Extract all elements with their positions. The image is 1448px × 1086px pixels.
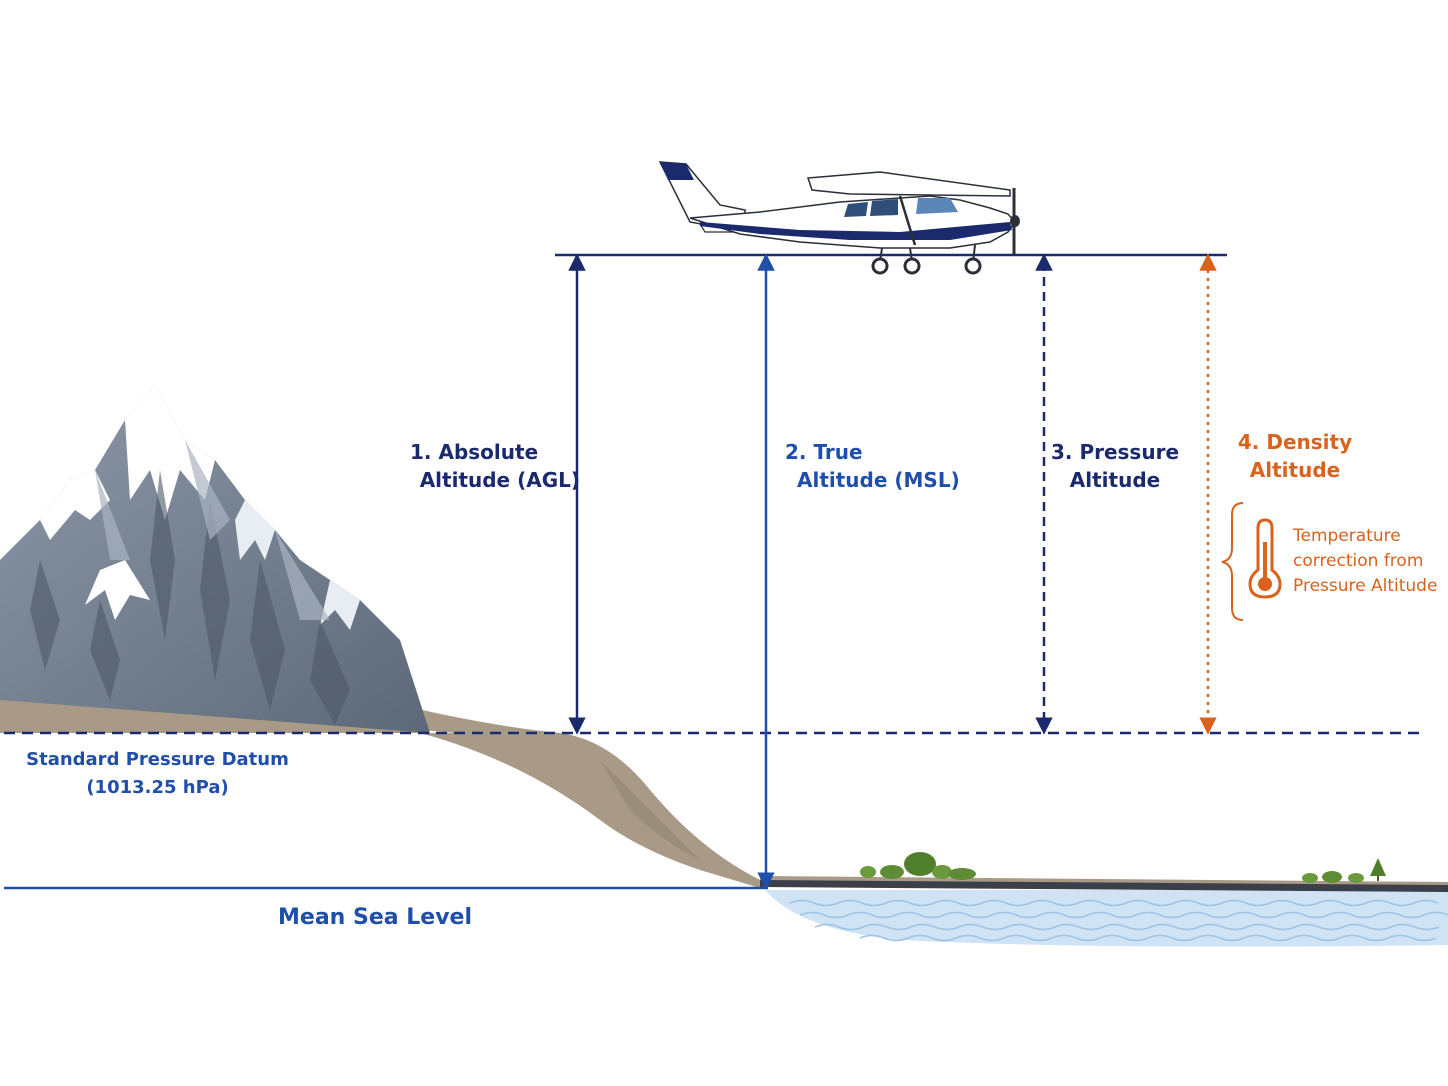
true-altitude-label: 2. True Altitude (MSL)	[785, 438, 960, 494]
pressure-altitude-label: 3. Pressure Altitude	[1050, 438, 1180, 494]
density-altitude-label-line2: Altitude	[1249, 458, 1341, 482]
absolute-altitude-label-line2: Altitude (AGL)	[419, 468, 580, 492]
pressure-altitude-label-line1: 3. Pressure	[1050, 440, 1180, 464]
mountain-icon	[0, 385, 430, 733]
temperature-note-line1: Temperature	[1293, 526, 1401, 546]
airplane-icon	[658, 161, 1020, 275]
pressure-datum-label-line1: Standard Pressure Datum	[26, 749, 289, 770]
true-altitude-label-line2: Altitude (MSL)	[797, 468, 960, 492]
temperature-correction-note: Temperature correction from Pressure Alt…	[1293, 524, 1437, 599]
absolute-altitude-label: 1. Absolute Altitude (AGL)	[410, 438, 580, 494]
water-waves-icon	[765, 890, 1448, 947]
density-altitude-label-line1: 4. Density	[1237, 430, 1353, 454]
temperature-note-line2: correction from	[1293, 551, 1424, 571]
pressure-datum-label-line2: (1013.25 hPa)	[86, 777, 229, 798]
temperature-note-line3: Pressure Altitude	[1293, 576, 1438, 596]
thermometer-icon	[1248, 518, 1282, 599]
pressure-datum-label: Standard Pressure Datum (1013.25 hPa)	[20, 746, 295, 802]
absolute-altitude-label-line1: 1. Absolute	[410, 440, 539, 464]
true-altitude-label-line1: 2. True	[785, 440, 863, 464]
brace-icon	[1221, 502, 1244, 621]
pressure-altitude-label-line2: Altitude	[1069, 468, 1161, 492]
mean-sea-level-label: Mean Sea Level	[278, 905, 472, 930]
tree-icon	[860, 852, 1386, 883]
density-altitude-label: 4. Density Altitude	[1225, 428, 1365, 484]
shoreline	[760, 878, 1448, 892]
